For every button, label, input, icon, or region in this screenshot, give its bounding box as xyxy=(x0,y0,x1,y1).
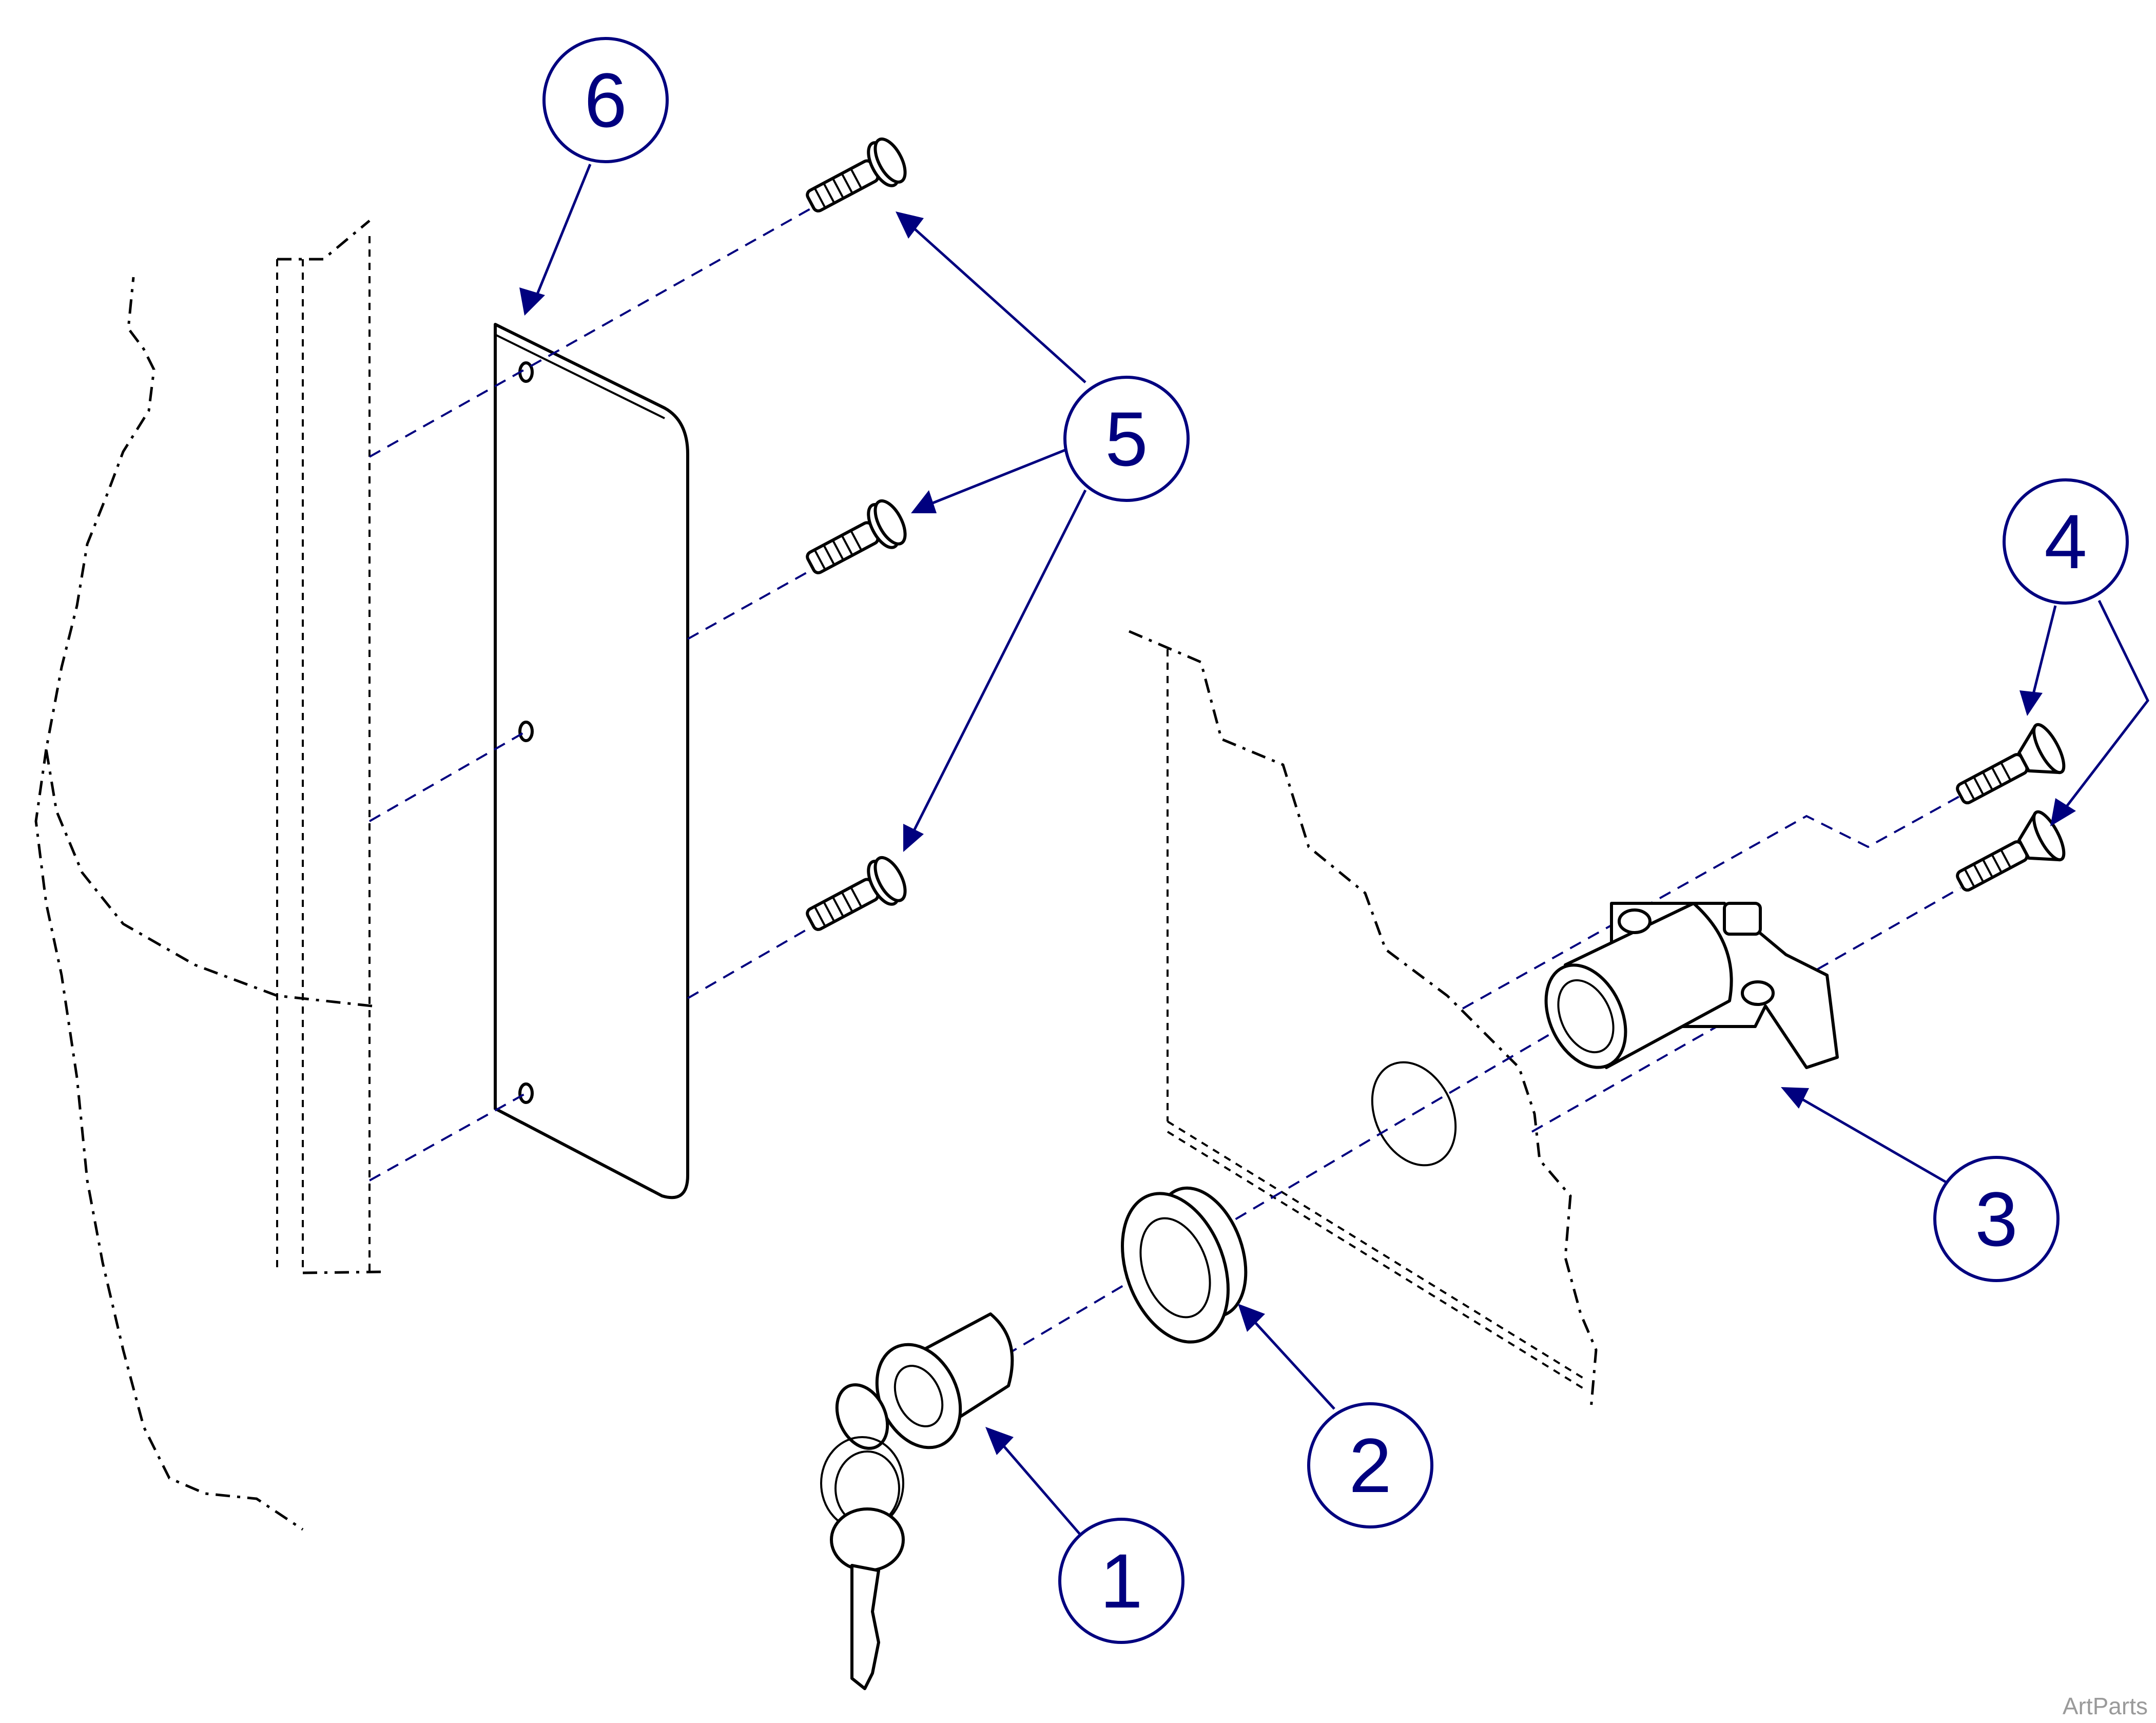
axis-screw-middle xyxy=(687,564,822,640)
axis-plate-middle xyxy=(369,730,527,822)
strike-plate xyxy=(494,323,689,1199)
callout-2: 2 xyxy=(1307,1402,1433,1528)
callout-6: 6 xyxy=(542,37,669,163)
callout-4-label: 4 xyxy=(2044,498,2087,585)
door-bore-hole xyxy=(1371,1061,1457,1167)
pan-head-screw-middle xyxy=(806,499,907,574)
panel-break-edge xyxy=(34,277,373,1531)
lock-nut xyxy=(1723,902,1762,936)
watermark-text: ArtParts xyxy=(2063,1693,2148,1719)
strike-plate-body xyxy=(494,323,689,1199)
key-blade xyxy=(850,1564,880,1690)
flat-head-screw-lower xyxy=(1956,810,2066,892)
callout-5-label: 5 xyxy=(1105,396,1148,482)
axis-plate-bottom xyxy=(369,1092,527,1182)
pan-head-screw-bottom xyxy=(806,856,907,931)
panel-bottom-edge xyxy=(302,1270,383,1274)
door-bottom-line-1 xyxy=(1167,1120,1584,1379)
cabinet-door-panel xyxy=(1129,630,1598,1409)
panel-top-edge xyxy=(277,220,371,261)
flange-hole-lower xyxy=(1741,980,1775,1006)
door-bottom-line-2 xyxy=(1167,1131,1584,1389)
callout-5: 5 xyxy=(1063,376,1190,502)
lock-cylinder-with-keys xyxy=(820,1312,1014,1690)
callout-3: 3 xyxy=(1933,1156,2060,1282)
plate-hole-bottom xyxy=(518,1082,534,1104)
key-bow-1 xyxy=(835,1383,889,1450)
axis-screw-top xyxy=(369,202,822,458)
lock-barrel-face xyxy=(1544,963,1627,1069)
pan-head-screw-top xyxy=(806,137,907,212)
leader-lines xyxy=(519,164,2149,1536)
flange-hole-upper xyxy=(1618,908,1652,934)
callout-1-label: 1 xyxy=(1100,1538,1142,1624)
cabinet-side-panel xyxy=(34,220,383,1531)
escutcheon-ring xyxy=(1121,1186,1248,1344)
callout-2-label: 2 xyxy=(1349,1422,1391,1508)
plate-hole-middle xyxy=(518,721,534,742)
lock-body-assembly xyxy=(1544,902,1839,1069)
strike-plate-edge xyxy=(494,324,665,419)
callout-4: 4 xyxy=(2003,478,2129,605)
axis-screw-bottom xyxy=(687,920,822,999)
callout-3-label: 3 xyxy=(1975,1176,2017,1262)
key-bow-2 xyxy=(830,1507,905,1572)
door-break-edge xyxy=(1129,630,1598,1409)
callout-1: 1 xyxy=(1058,1518,1184,1644)
callout-6-label: 6 xyxy=(584,57,627,143)
flat-head-screw-upper xyxy=(1956,723,2066,805)
